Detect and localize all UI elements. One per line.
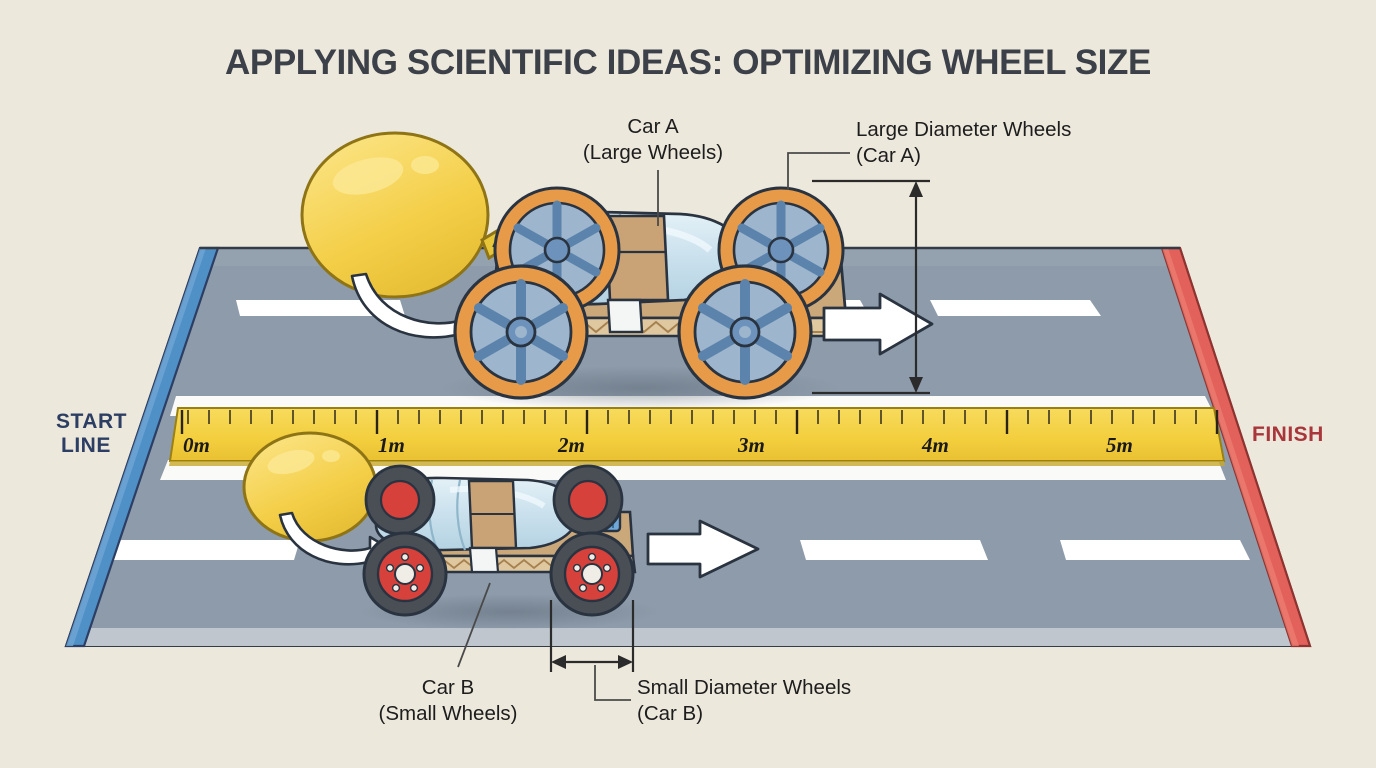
car-a-label-group: Car A (Large Wheels): [583, 115, 723, 226]
car-a-label-line1: Car A: [627, 115, 679, 138]
car-b-wheel-rear-far: [364, 464, 436, 536]
large-diameter-leader: [787, 152, 850, 190]
small-diameter-arrow-left: [551, 655, 566, 669]
car-a-balloon: [300, 131, 514, 299]
car-b-tape-straps: [467, 479, 518, 574]
small-diameter-line1: Small Diameter Wheels: [637, 676, 851, 699]
finish-line-label: FINISH: [1252, 423, 1324, 446]
car-b-label-group: Car B (Small Wheels): [379, 582, 518, 725]
car-b-label-line1: Car B: [422, 676, 474, 699]
car-a-wheel-rear-near: [453, 264, 589, 400]
ruler-tick-1m: 1m: [378, 433, 405, 457]
ruler-major-ticks: [180, 410, 1219, 434]
ruler-minor-ticks: [187, 410, 1197, 424]
small-diameter-leader: [594, 665, 631, 701]
ruler-tick-2m: 2m: [557, 433, 585, 457]
car-b-leader-line: [457, 582, 491, 668]
large-diameter-arrow-down: [909, 377, 923, 393]
car-a-label-line2: (Large Wheels): [583, 141, 723, 164]
car-b-wheel-front-near: [549, 531, 635, 617]
car-a-wheel-front-near: [677, 264, 813, 400]
measuring-tape: 0m 1m 2m 3m 4m 5m: [168, 407, 1226, 466]
ruler-tick-3m: 3m: [737, 433, 765, 457]
small-diameter-annotation: Small Diameter Wheels (Car B): [549, 600, 851, 725]
car-b: [242, 431, 760, 630]
car-a-wheel-front-far: [717, 186, 845, 314]
large-diameter-line2: (Car A): [856, 144, 921, 167]
start-line-label-top: START: [56, 410, 127, 433]
small-diameter-arrow-right: [618, 655, 633, 669]
car-b-label-line2: (Small Wheels): [379, 702, 518, 725]
page-title: APPLYING SCIENTIFIC IDEAS: OPTIMIZING WH…: [225, 43, 1151, 82]
car-a-motion-arrow: [822, 292, 934, 356]
car-b-wheel-rear-near: [362, 531, 448, 617]
car-b-motion-arrow: [646, 519, 760, 579]
ruler-tick-4m: 4m: [921, 433, 949, 457]
large-diameter-arrow-up: [909, 181, 923, 197]
large-diameter-annotation: Large Diameter Wheels (Car A): [787, 118, 1071, 395]
large-diameter-line1: Large Diameter Wheels: [856, 118, 1071, 141]
car-a: [300, 131, 934, 410]
ruler-tick-0m: 0m: [183, 433, 210, 457]
ruler-tick-5m: 5m: [1106, 433, 1133, 457]
start-line-label-bottom: LINE: [61, 434, 111, 457]
small-diameter-line2: (Car B): [637, 702, 703, 725]
car-b-wheel-front-far: [552, 464, 624, 536]
